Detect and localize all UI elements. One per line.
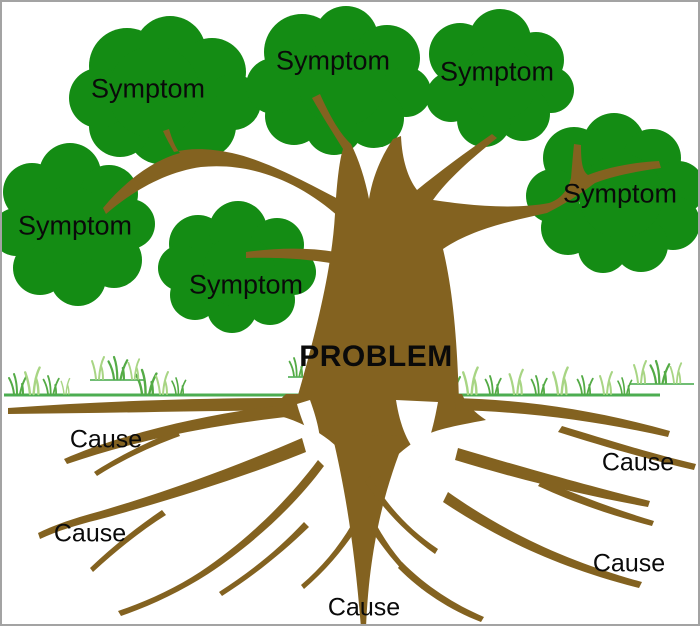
cause-label-3: Cause — [601, 448, 675, 477]
left-branch-path — [103, 129, 340, 217]
foliage-cluster-4 — [2, 143, 155, 306]
trunk-path — [296, 94, 661, 402]
cause-label-1: Cause — [69, 425, 143, 454]
root-right-top-fork — [558, 426, 696, 470]
problem-label: PROBLEM — [299, 340, 453, 373]
cause-label-4: Cause — [592, 549, 666, 578]
branch-to-cluster-5 — [246, 248, 336, 264]
root-left-upper-spike — [94, 430, 180, 476]
taproot-right-upper-tine — [365, 476, 438, 554]
symptom-label-2: Symptom — [275, 45, 391, 76]
root-left-lower-spike — [219, 522, 309, 596]
root-left-top — [8, 398, 294, 414]
cause-label-5: Cause — [327, 593, 401, 622]
foliage-cluster-1 — [69, 16, 261, 164]
taproot-left-tine — [301, 524, 356, 589]
symptom-label-1: Symptom — [90, 73, 206, 104]
root-bottom-right-spike — [398, 562, 484, 622]
tree-roots — [8, 394, 696, 624]
foliage-cluster-5 — [158, 201, 316, 333]
root-mass-notches — [297, 400, 438, 458]
root-left-long — [38, 438, 306, 539]
trunk-and-branches — [103, 94, 661, 402]
foliage-cluster-3 — [426, 9, 574, 147]
root-right-mid-fork — [538, 480, 654, 526]
symptom-label-5: Symptom — [188, 269, 304, 300]
taproot — [332, 434, 406, 624]
foliage-canopy — [2, 6, 698, 333]
symptom-label-6: Symptom — [562, 178, 678, 209]
cause-label-2: Cause — [53, 519, 127, 548]
root-left-upper — [64, 404, 295, 464]
root-right-lower — [443, 492, 642, 588]
symptom-label-4: Symptom — [17, 210, 133, 241]
root-right-mid — [455, 448, 650, 507]
symptom-label-3: Symptom — [439, 56, 555, 87]
root-left-long-spike — [90, 510, 166, 572]
root-right-top — [454, 398, 670, 437]
